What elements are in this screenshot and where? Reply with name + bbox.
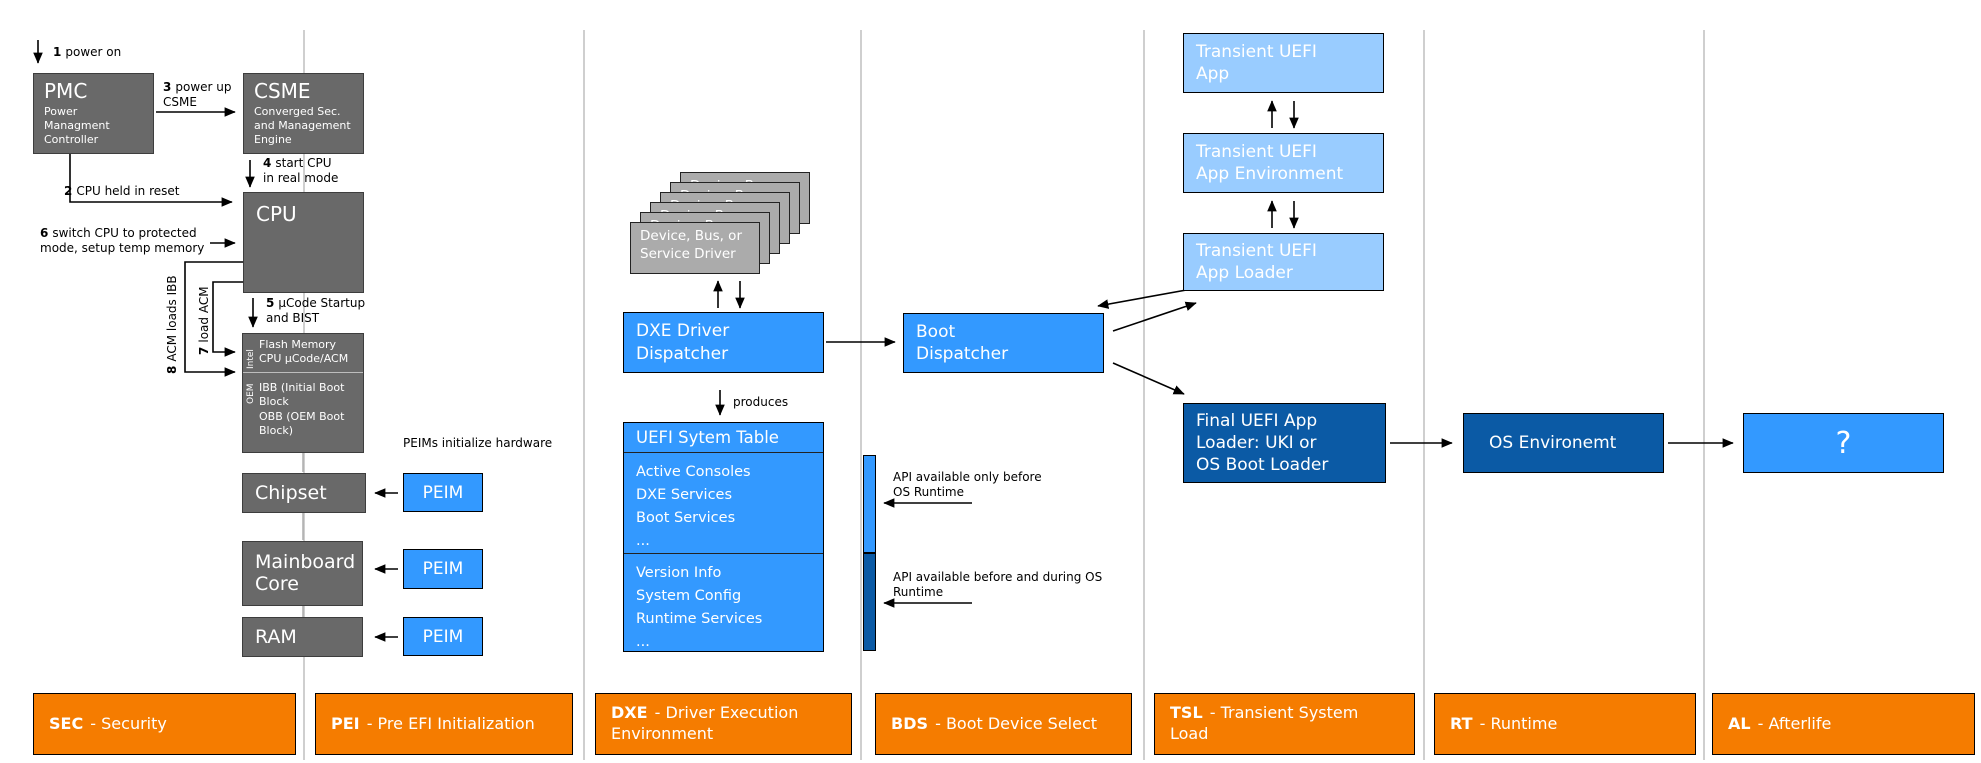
peim-box-ram: PEIM: [403, 617, 483, 656]
csme-box: CSME Converged Sec. and Management Engin…: [243, 73, 364, 154]
phase-label: AL - Afterlife: [1728, 713, 1832, 733]
question-box: ?: [1743, 413, 1944, 473]
flash-oem-section: IBB (Initial Boot Block OBB (OEM Boot Bl…: [243, 373, 363, 438]
api-bar-boot: [863, 455, 876, 553]
column-divider: [860, 30, 862, 760]
step-number: 8: [165, 365, 179, 374]
column-divider: [583, 30, 585, 760]
peim-box-mainboard: PEIM: [403, 549, 483, 589]
cpu-title: CPU: [256, 202, 297, 226]
uefi-table-boot-section: Active Consoles DXE Services Boot Servic…: [624, 453, 823, 554]
final-uefi-app-loader-box: Final UEFI App Loader: UKI or OS Boot Lo…: [1183, 403, 1386, 483]
step-number: 4: [263, 156, 272, 170]
column-divider: [1703, 30, 1705, 760]
flash-intel-tag: Intel: [246, 349, 256, 369]
column-divider: [1423, 30, 1425, 760]
flash-intel-text: Flash Memory CPU µCode/ACM: [259, 338, 349, 366]
driver-stack-box-front: Device, Bus, or Service Driver: [630, 222, 760, 274]
arrow-load-acm: [212, 281, 243, 357]
pmc-box: PMC Power Managment Controller: [33, 73, 154, 154]
phase-al: AL - Afterlife: [1712, 693, 1975, 755]
step-number: 2: [64, 184, 73, 198]
arrow-dispatcher-to-final: [1112, 362, 1185, 395]
csme-subtitle: Converged Sec. and Management Engine: [254, 105, 351, 146]
step-number: 1: [53, 45, 62, 59]
cpu-box: CPU: [243, 192, 364, 293]
phase-bds: BDS - Boot Device Select: [875, 693, 1132, 755]
arrow-acm-loads-ibb: [184, 261, 243, 377]
phase-rt: RT - Runtime: [1434, 693, 1696, 755]
phase-label: RT - Runtime: [1450, 713, 1558, 733]
api-during-label: API available before and during OS Runti…: [893, 570, 1103, 599]
pmc-title: PMC: [44, 79, 88, 103]
flash-oem-text: IBB (Initial Boot Block OBB (OEM Boot Bl…: [259, 381, 345, 437]
phase-label: TSL - Transient System Load: [1170, 703, 1359, 743]
chipset-box: Chipset: [242, 473, 366, 513]
column-divider: [1143, 30, 1145, 760]
phase-label: DXE - Driver Execution Environment: [611, 703, 799, 743]
transient-uefi-app-environment-box: Transient UEFI App Environment: [1183, 133, 1384, 193]
phase-dxe: DXE - Driver Execution Environment: [595, 693, 852, 755]
phase-tsl: TSL - Transient System Load: [1154, 693, 1415, 755]
transient-uefi-app-box: Transient UEFI App: [1183, 33, 1384, 93]
uefi-system-table: UEFI Sytem Table Active Consoles DXE Ser…: [623, 422, 824, 652]
step-number: 7: [197, 346, 211, 355]
pmc-subtitle: Power Managment Controller: [44, 105, 110, 146]
step-8-label: 8ACM loads IBB: [165, 275, 179, 374]
api-bar-runtime: [863, 553, 876, 651]
step-number: 6: [40, 226, 49, 240]
mainboard-core-box: Mainboard Core: [242, 541, 363, 606]
flash-intel-section: Flash Memory CPU µCode/ACM: [243, 334, 363, 373]
uefi-table-runtime-section: Version Info System Config Runtime Servi…: [636, 565, 763, 650]
phase-label: BDS - Boot Device Select: [891, 713, 1098, 733]
phase-label: PEI - Pre EFI Initialization: [331, 713, 535, 733]
phase-label: SEC - Security: [49, 713, 167, 733]
produces-label: produces: [733, 395, 789, 409]
peim-box-chipset: PEIM: [403, 473, 483, 512]
os-environment-box: OS Environemt: [1463, 413, 1664, 473]
arrow-dispatcher-to-loader: [1112, 301, 1197, 332]
step-number: 5: [266, 296, 275, 310]
step-7-label: 7load ACM: [197, 286, 211, 355]
uefi-system-table-title: UEFI Sytem Table: [624, 423, 823, 453]
step-number: 3: [163, 80, 172, 94]
phase-sec: SEC - Security: [33, 693, 296, 755]
csme-title: CSME: [254, 79, 311, 103]
ram-box: RAM: [242, 617, 363, 657]
peims-note: PEIMs initialize hardware: [403, 436, 553, 450]
phase-pei: PEI - Pre EFI Initialization: [315, 693, 573, 755]
flash-oem-tag: OEM: [246, 383, 256, 404]
transient-uefi-app-loader-box: Transient UEFI App Loader: [1183, 233, 1384, 291]
flash-memory-box: Flash Memory CPU µCode/ACM IBB (Initial …: [242, 333, 364, 453]
dxe-driver-dispatcher-box: DXE Driver Dispatcher: [623, 312, 824, 373]
arrow-pmc-to-cpu: [69, 154, 233, 207]
boot-dispatcher-box: Boot Dispatcher: [903, 313, 1104, 373]
api-before-label: API available only before OS Runtime: [893, 470, 1042, 499]
